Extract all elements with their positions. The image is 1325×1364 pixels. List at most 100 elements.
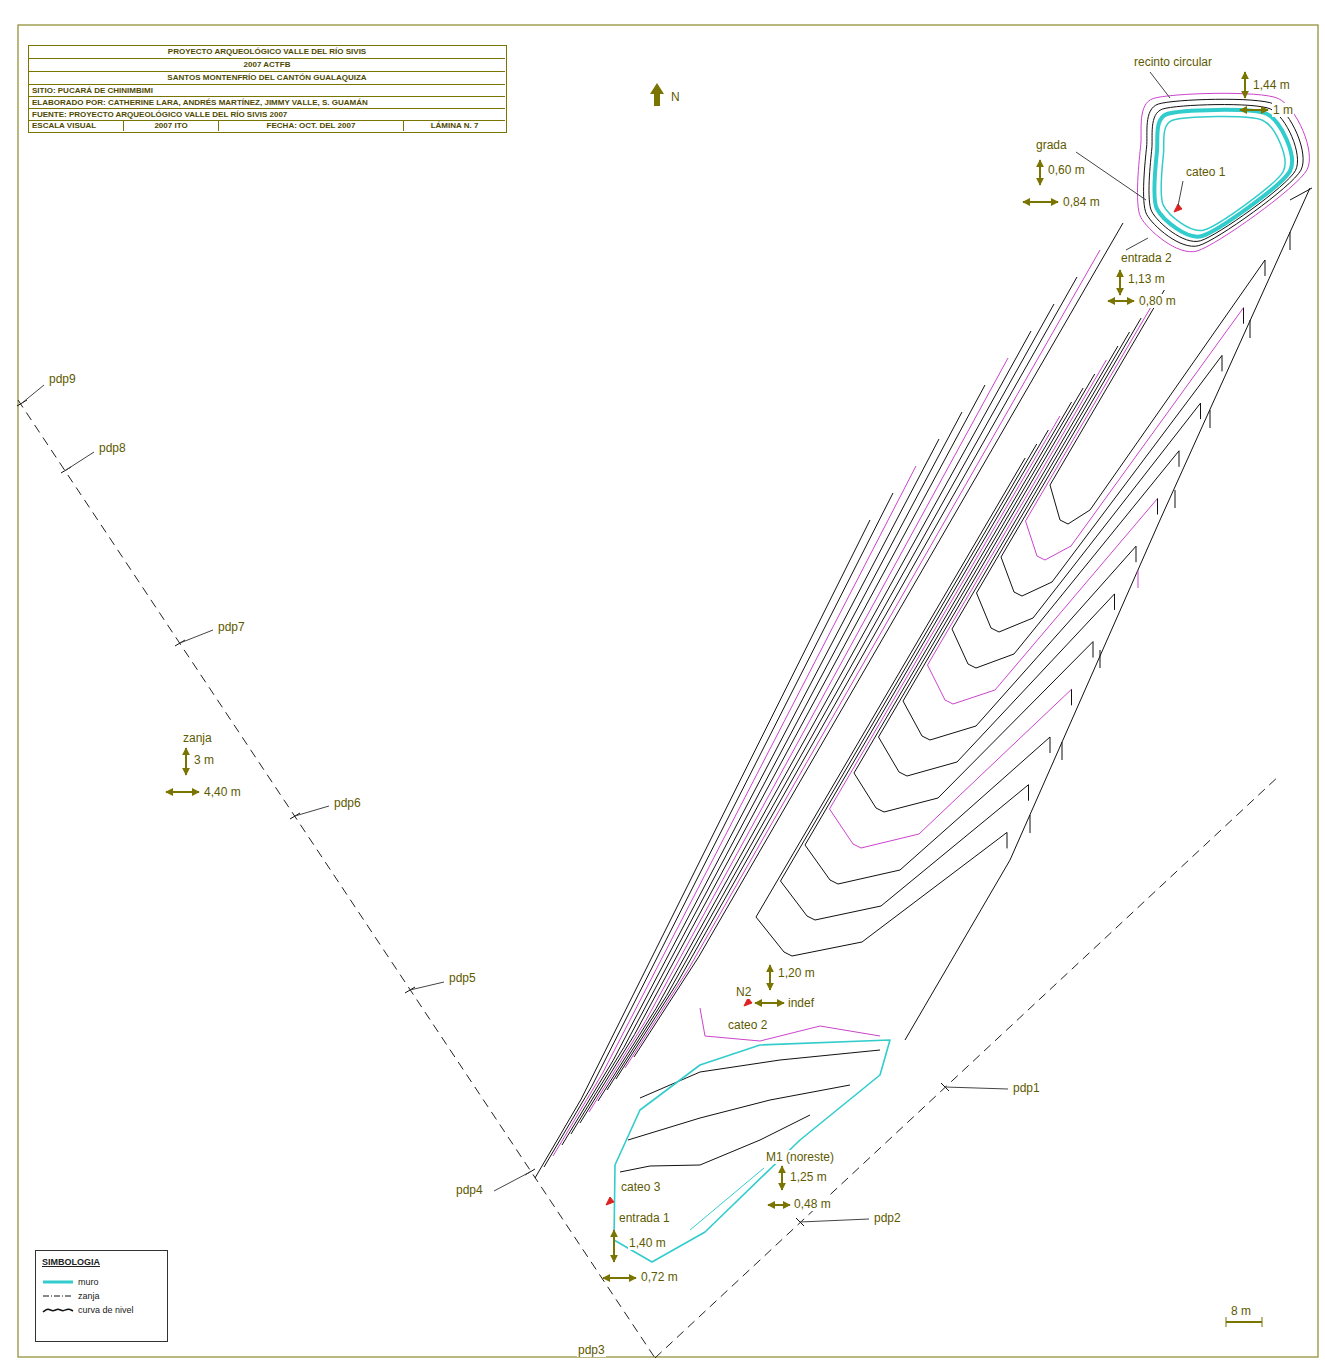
leader-line — [1178, 181, 1183, 206]
contour-line — [544, 493, 893, 1167]
title-heading: PROYECTO ARQUEOLÓGICO VALLE DEL RÍO SIVI… — [29, 46, 505, 59]
pit-marker — [744, 998, 752, 1006]
map-label: 1,25 m — [789, 1170, 828, 1184]
dimension-arrow — [781, 1166, 783, 1190]
legend-text: zanja — [78, 1291, 100, 1301]
title-block-cell: 2007 ITO — [124, 121, 219, 131]
wall — [1154, 110, 1292, 237]
dimension-arrow — [603, 1277, 636, 1279]
contour-line — [1137, 93, 1309, 251]
contour-line — [1050, 260, 1265, 524]
title-block: PROYECTO ARQUEOLÓGICO VALLE DEL RÍO SIVI… — [28, 45, 507, 133]
leader-line — [1126, 238, 1148, 250]
map-label: 1,40 m — [628, 1236, 667, 1250]
leader-line — [180, 630, 213, 643]
legend-row: muro — [42, 1275, 161, 1289]
contour-line — [928, 360, 1158, 704]
wall — [1161, 116, 1285, 230]
map-label: 1,13 m — [1127, 272, 1166, 286]
survey-marks — [17, 72, 1268, 1327]
leader-line — [1076, 152, 1146, 200]
slope-tick — [1030, 815, 1031, 833]
dimension-arrow — [755, 1002, 784, 1004]
title-block-cell: FUENTE: PROYECTO ARQUEOLÓGICO VALLE DEL … — [29, 109, 505, 121]
leader-line — [22, 385, 44, 403]
wall — [614, 1040, 890, 1262]
legend-row: curva de nivel — [42, 1303, 161, 1317]
map-label: 1,44 m — [1252, 78, 1291, 92]
map-label: N — [670, 90, 681, 104]
legend-line — [43, 1309, 73, 1312]
map-label: pdp7 — [217, 620, 246, 634]
contour-line — [905, 188, 1310, 1040]
contour-line — [805, 430, 1050, 884]
title-block-cell: FECHA: OCT. DEL 2007 — [219, 121, 404, 131]
legend-heading: SIMBOLOGIA — [42, 1257, 161, 1267]
walls — [614, 110, 1292, 1262]
contour-line — [903, 374, 1136, 740]
legend-line — [43, 1296, 73, 1297]
map-label: 0,60 m — [1047, 163, 1086, 177]
map-label: pdp2 — [873, 1211, 902, 1225]
dimension-arrow — [613, 1230, 615, 1262]
slope-tick — [1100, 650, 1101, 668]
dimension-arrow — [1119, 270, 1121, 295]
contour-line — [616, 277, 1077, 1079]
scale-bar — [1226, 1321, 1262, 1323]
legend-sample — [42, 1277, 74, 1287]
contour-lines — [535, 93, 1312, 1178]
legend-sample — [42, 1305, 74, 1315]
slope-tick — [1265, 260, 1266, 276]
dimension-arrow — [1023, 201, 1058, 203]
contour-line — [700, 1008, 880, 1041]
contour-line — [1149, 105, 1298, 242]
dimension-arrow — [1039, 160, 1041, 185]
contour-line — [598, 331, 1031, 1101]
map-label: 1,20 m — [777, 966, 816, 980]
map-label: 4,40 m — [203, 785, 242, 799]
leader-line — [494, 1172, 530, 1191]
title-block-cell: 2007 ACTFB — [29, 59, 505, 72]
slope-tick — [1138, 570, 1139, 588]
leader-line — [295, 806, 329, 816]
map-label: pdp3 — [577, 1343, 606, 1357]
map-label: indef — [787, 996, 815, 1010]
map-label: cateo 1 — [1185, 165, 1226, 179]
map-label: pdp6 — [333, 796, 362, 810]
slope-tick — [1210, 410, 1211, 428]
contour-line — [607, 304, 1054, 1090]
dimension-arrow — [1108, 300, 1134, 302]
slope-tick — [1243, 308, 1244, 324]
slope-tick — [1200, 403, 1201, 419]
contour-line — [580, 385, 985, 1123]
map-label: grada — [1035, 138, 1068, 152]
contour-line — [952, 346, 1179, 668]
dimension-arrow — [1240, 109, 1268, 111]
leader-line — [800, 1219, 869, 1222]
contour-line — [553, 466, 916, 1156]
leader-line — [66, 452, 94, 470]
title-block-cell: LÁMINA N. 7 — [404, 121, 505, 131]
contour-line — [562, 439, 939, 1145]
slope-tick — [1136, 546, 1137, 562]
map-label: zanja — [182, 731, 213, 745]
legend-text: curva de nivel — [78, 1305, 134, 1315]
slope-tick — [1062, 742, 1063, 760]
legend-box: SIMBOLOGIA muro zanja curva de nivel — [35, 1250, 168, 1342]
slope-tick — [1157, 499, 1158, 515]
leader-line — [690, 1168, 764, 1230]
contour-line — [1144, 99, 1304, 246]
slope-tick — [1179, 451, 1180, 467]
map-label: 0,72 m — [640, 1270, 679, 1284]
dimension-arrow — [166, 791, 199, 793]
pit-marker — [606, 1197, 614, 1205]
leader-line — [1150, 72, 1170, 98]
contour-line — [535, 520, 870, 1178]
map-label: cateo 2 — [727, 1018, 768, 1032]
contour-line — [756, 458, 1025, 956]
title-block-cell: SITIO: PUCARÁ DE CHINIMBIMI — [29, 85, 505, 97]
map-label: N2 — [735, 985, 752, 999]
map-label: pdp4 — [455, 1183, 484, 1197]
